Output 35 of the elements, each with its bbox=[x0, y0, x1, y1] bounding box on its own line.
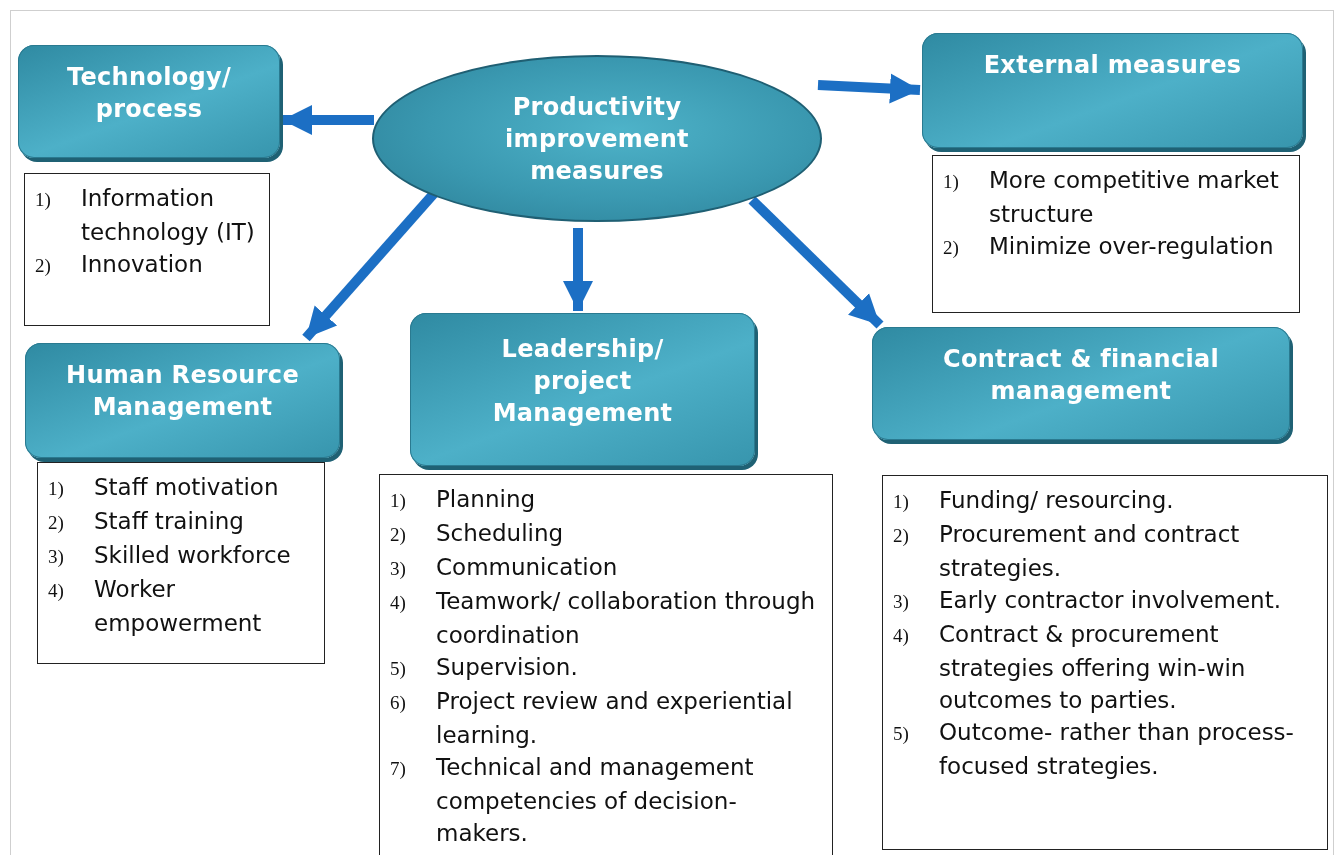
arrow bbox=[282, 105, 374, 135]
list-item: 1) Information technology (IT) bbox=[35, 184, 256, 247]
list-box bbox=[24, 173, 270, 326]
category-title: Technology/ process bbox=[66, 62, 232, 125]
list-item: 2) Staff training bbox=[48, 507, 245, 536]
list-item: 1) Planning bbox=[390, 485, 537, 514]
list-item: 4) Teamwork/ collaboration through coordination bbox=[390, 587, 817, 650]
arrow bbox=[748, 196, 884, 329]
center-title: Productivity improvement measures bbox=[504, 91, 690, 187]
list-item: 4) Worker empowerment bbox=[48, 575, 263, 638]
list-box bbox=[932, 155, 1300, 313]
list-item: 2) Scheduling bbox=[390, 519, 565, 548]
list-box bbox=[379, 474, 833, 855]
list-item: 3) Communication bbox=[390, 553, 619, 582]
list-item: 5) Outcome- rather than process-focused strategies. bbox=[893, 718, 1295, 781]
list-item: 3) Early contractor involvement. bbox=[893, 586, 1283, 615]
list-item: 3) Skilled workforce bbox=[48, 541, 292, 570]
list-item: 2) Minimize over-regulation bbox=[943, 232, 1275, 261]
list-box bbox=[882, 475, 1328, 850]
list-item: 1) Staff motivation bbox=[48, 473, 280, 502]
list-item: 5) Supervision. bbox=[390, 653, 579, 682]
list-item: 2) Innovation bbox=[35, 250, 204, 279]
list-item: 1) Funding/ resourcing. bbox=[893, 486, 1175, 515]
category-title: External measures bbox=[983, 50, 1242, 81]
arrow bbox=[817, 73, 921, 104]
category-title: Leadership/ project Management bbox=[491, 334, 674, 429]
arrow bbox=[563, 228, 593, 311]
category-title: Human Resource Management bbox=[65, 360, 300, 423]
list-box bbox=[37, 462, 325, 664]
category-title: Contract & financial management bbox=[942, 344, 1220, 407]
list-item: 4) Contract & procurement strategies offering win-win outcomes to parties. bbox=[893, 620, 1247, 715]
list-item: 6) Project review and experiential learning. bbox=[390, 687, 794, 750]
list-item: 1) More competitive market structure bbox=[943, 166, 1280, 229]
list-item: 7) Technical and management competencies of decision-makers. bbox=[390, 753, 755, 848]
list-item: 2) Procurement and contract strategies. bbox=[893, 520, 1241, 583]
